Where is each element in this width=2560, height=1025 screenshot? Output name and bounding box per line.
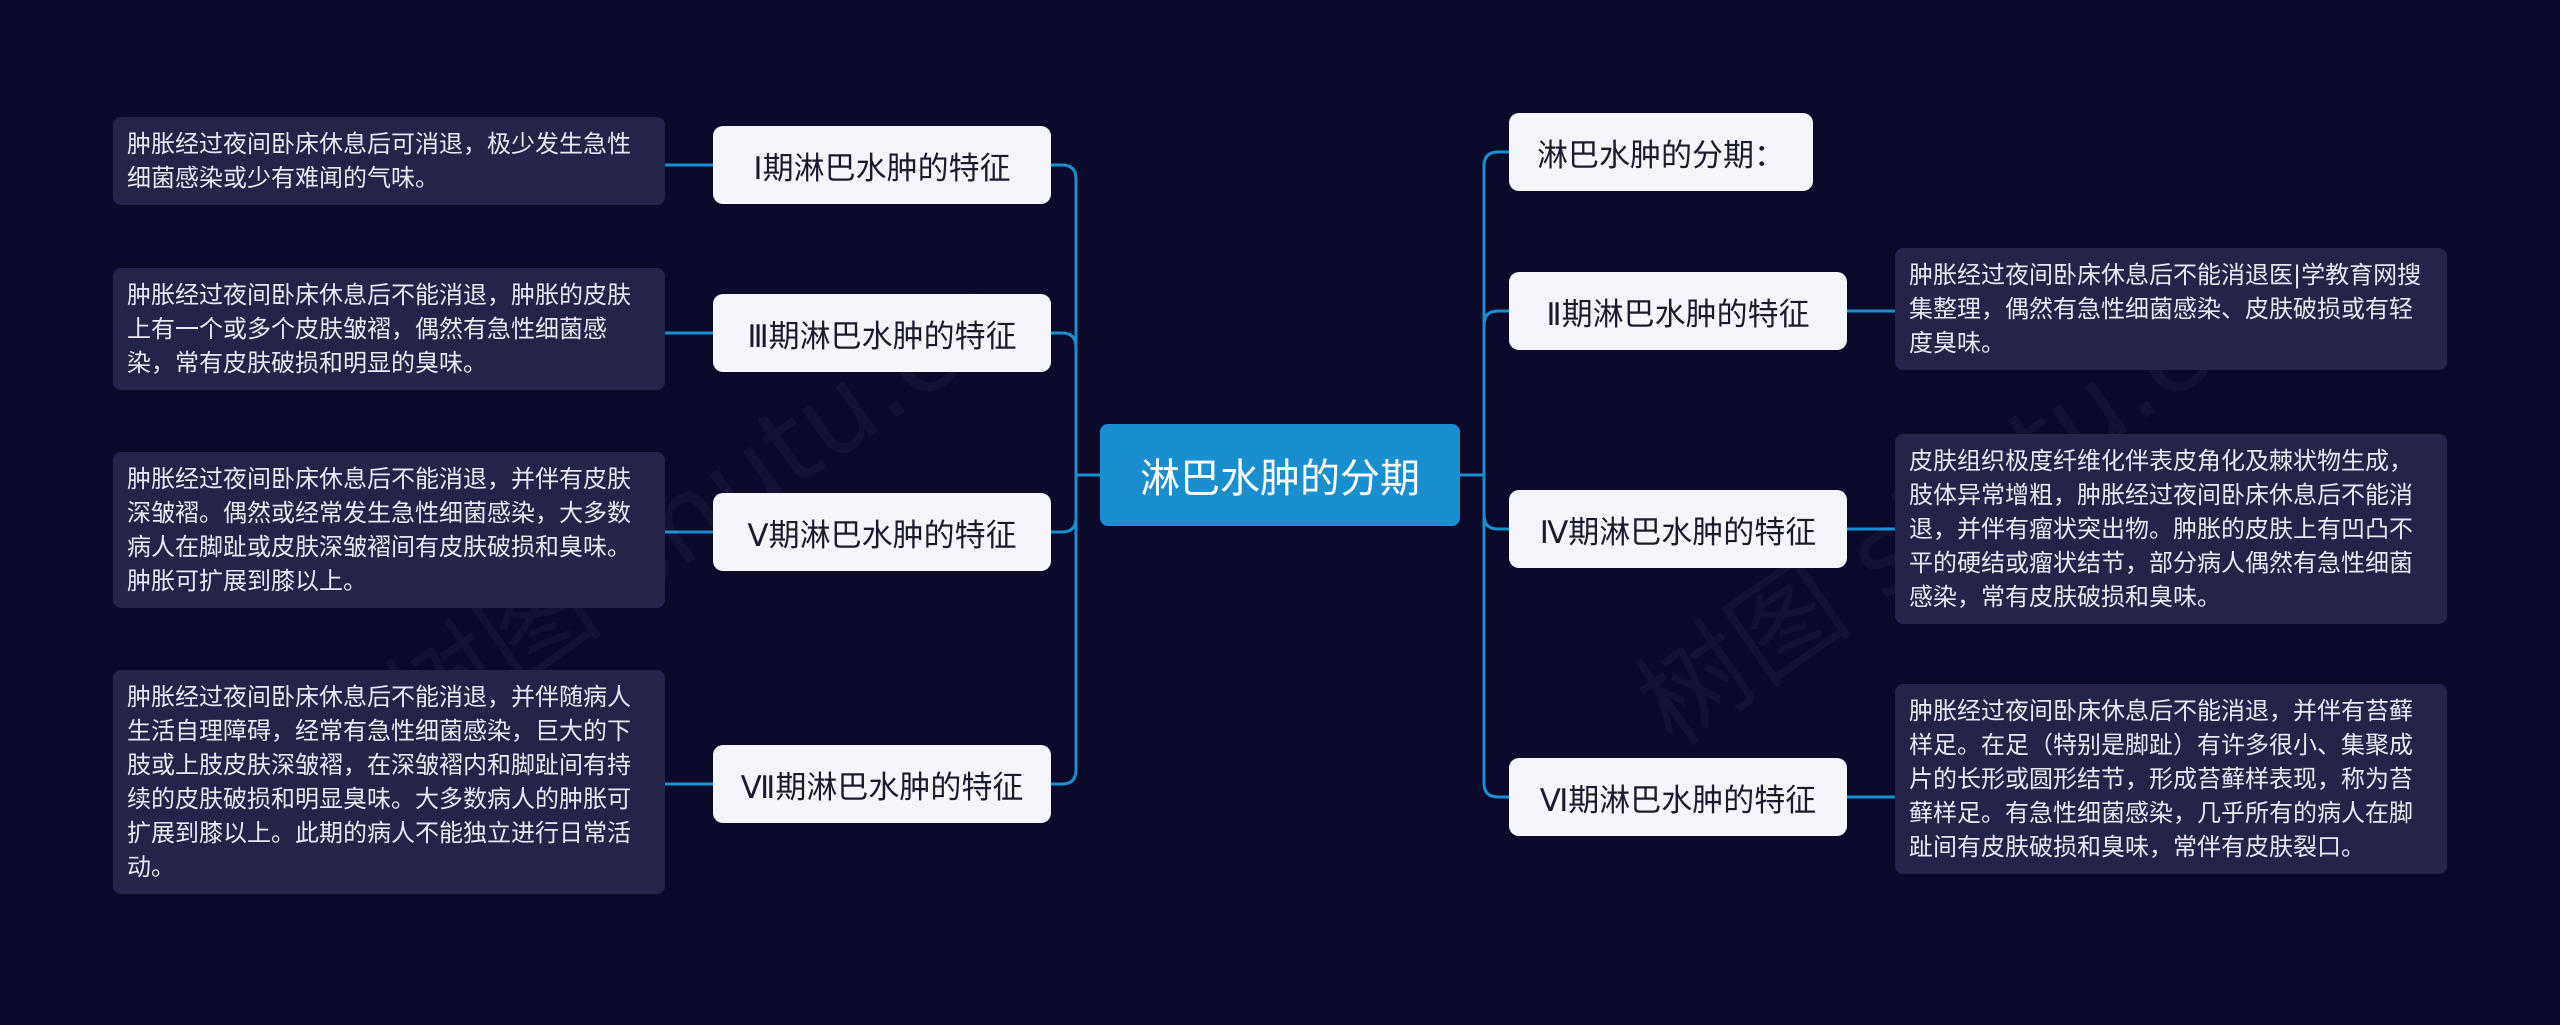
leaf-stage-3: 肿胀经过夜间卧床休息后不能消退，肿胀的皮肤上有一个或多个皮肤皱褶，偶然有急性细菌… (113, 268, 665, 390)
branch-stage-1[interactable]: Ⅰ期淋巴水肿的特征 (713, 126, 1051, 204)
leaf-stage-1: 肿胀经过夜间卧床休息后可消退，极少发生急性细菌感染或少有难闻的气味。 (113, 117, 665, 205)
root-topic[interactable]: 淋巴水肿的分期 (1100, 424, 1460, 526)
leaf-stage-4: 皮肤组织极度纤维化伴表皮角化及棘状物生成，肢体异常增粗，肿胀经过夜间卧床休息后不… (1895, 434, 2447, 624)
root-link-right-3 (1460, 473, 1509, 799)
leaf-stage-6: 肿胀经过夜间卧床休息后不能消退，并伴有苔藓样足。在足（特别是脚趾）有许多很小、集… (1895, 684, 2447, 874)
leaf-stage-5: 肿胀经过夜间卧床休息后不能消退，并伴有皮肤深皱褶。偶然或经常发生急性细菌感染，大… (113, 452, 665, 608)
root-link-left-3 (1051, 473, 1100, 786)
root-link-left-0 (1051, 163, 1100, 477)
branch-stage-6[interactable]: Ⅵ期淋巴水肿的特征 (1509, 758, 1847, 836)
root-link-right-0 (1460, 150, 1509, 477)
branch-stage-5[interactable]: Ⅴ期淋巴水肿的特征 (713, 493, 1051, 571)
root-link-left-1 (1051, 331, 1100, 477)
branch-stage-3[interactable]: Ⅲ期淋巴水肿的特征 (713, 294, 1051, 372)
root-link-right-1 (1460, 309, 1509, 477)
branch-stage-2[interactable]: Ⅱ期淋巴水肿的特征 (1509, 272, 1847, 350)
leaf-stage-2: 肿胀经过夜间卧床休息后不能消退医|学教育网搜集整理，偶然有急性细菌感染、皮肤破损… (1895, 248, 2447, 370)
branch-stage-4[interactable]: Ⅳ期淋巴水肿的特征 (1509, 490, 1847, 568)
leaf-stage-7: 肿胀经过夜间卧床休息后不能消退，并伴随病人生活自理障碍，经常有急性细菌感染，巨大… (113, 670, 665, 894)
branch-stage-7[interactable]: Ⅶ期淋巴水肿的特征 (713, 745, 1051, 823)
branch-staging-heading[interactable]: 淋巴水肿的分期： (1509, 113, 1813, 191)
